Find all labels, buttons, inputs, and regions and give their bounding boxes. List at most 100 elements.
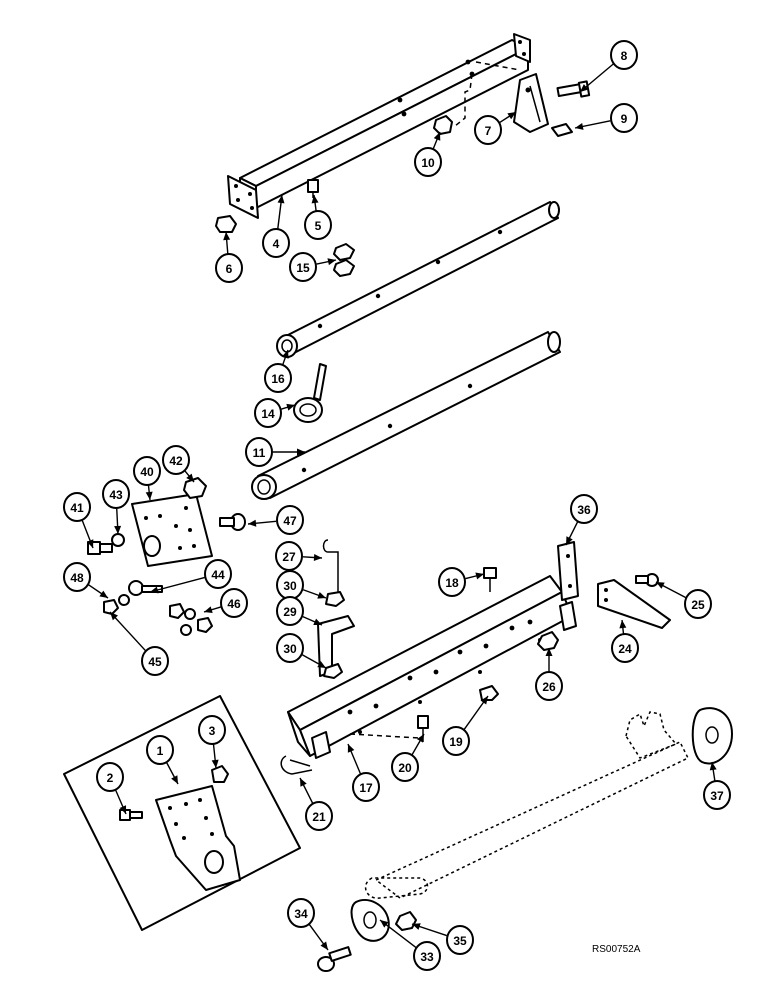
callout-number: 18 [445,576,459,590]
callout-circle [102,479,130,509]
callout-arrowhead [300,778,307,787]
callout-circle [414,147,442,177]
lock-nut [433,115,453,135]
assembly-guide-line [349,733,421,739]
callout-number: 16 [271,372,285,386]
callout-arrowhead [211,759,219,768]
callout-number: 48 [70,571,84,585]
callout-arrowhead [171,775,178,784]
callout-number: 7 [485,124,492,138]
callout-number: 30 [283,642,297,656]
callout-circle [63,562,91,592]
callout-arrowhead [286,403,295,411]
callout-c9: 9 [574,103,638,133]
callout-arrowhead [480,696,488,705]
square-washer [551,123,573,137]
washer [111,533,125,547]
callout-number: 43 [109,488,123,502]
callout-number: 36 [577,503,591,517]
assembly-guide-line [475,61,521,71]
callout-c30a: 30 [276,570,327,600]
callout-number: 41 [70,501,84,515]
callout-number: 19 [449,735,463,749]
callout-arrowhead [145,491,153,500]
callout-circle [198,715,226,745]
callout-c30b: 30 [276,633,327,669]
callout-c15: 15 [289,252,337,282]
callout-c10: 10 [414,131,442,177]
callout-arrowhead [313,618,322,625]
callout-arrowhead [317,591,326,599]
callout-arrowhead [317,661,326,668]
callout-number: 44 [211,568,225,582]
callout-circle [215,253,243,283]
callout-number: 17 [359,781,373,795]
callout-number: 21 [312,810,326,824]
callout-circle [304,210,332,240]
callout-number: 2 [107,771,114,785]
callout-c47: 47 [247,505,304,535]
strap [557,541,579,601]
round-tube-lower [251,331,561,500]
callout-circle [611,633,639,663]
callout-c37: 37 [703,761,731,810]
eye-bolt [293,363,327,423]
callout-number: 8 [621,49,628,63]
nut [169,603,185,619]
callout-c45: 45 [109,611,169,676]
callout-number: 6 [226,262,233,276]
callout-number: 11 [253,446,266,460]
mounting-bracket [513,73,549,133]
washer [180,624,192,636]
callout-number: 24 [618,642,632,656]
callout-arrowhead [311,195,319,204]
callout-circle [305,801,333,831]
callout-circle [610,40,638,70]
callout-c14: 14 [254,398,296,428]
callout-circle [287,898,315,928]
callout-arrowhead [248,519,257,527]
callout-arrowhead [416,734,424,743]
nut [479,685,499,701]
inset-detail-box [63,695,301,931]
callout-c18: 18 [438,567,485,597]
callout-c4: 4 [262,194,290,258]
callout-circle [276,596,304,626]
bolt [635,573,659,587]
callout-circle [254,398,282,428]
callout-arrowhead [186,473,194,482]
callout-c46: 46 [203,588,248,618]
callout-c27: 27 [275,541,323,571]
callout-arrowhead [545,648,553,656]
callout-circle [535,671,563,701]
callout-arrowhead [580,84,589,92]
nut [197,617,213,633]
callout-arrowhead [297,448,305,456]
callout-circle [438,567,466,597]
callout-circle [262,228,290,258]
callout-number: 27 [282,550,296,564]
callout-c8: 8 [579,40,638,93]
callout-c5: 5 [304,194,332,240]
callout-c40: 40 [133,456,161,501]
callout-number: 14 [261,407,275,421]
flange [350,899,390,942]
callout-number: 4 [273,237,280,251]
callout-arrowhead [412,923,421,930]
nut [395,911,417,931]
callout-c29: 29 [276,596,323,626]
callout-arrowhead [86,539,94,548]
callout-circle [474,115,502,145]
callout-c6: 6 [215,231,243,283]
callout-c43: 43 [102,479,130,535]
callout-arrowhead [99,590,108,598]
callout-number: 5 [315,219,322,233]
callout-c3: 3 [198,715,226,769]
callout-circle [570,494,598,524]
callout-number: 3 [209,724,216,738]
callout-arrowhead [119,805,127,814]
bolt [483,567,497,592]
